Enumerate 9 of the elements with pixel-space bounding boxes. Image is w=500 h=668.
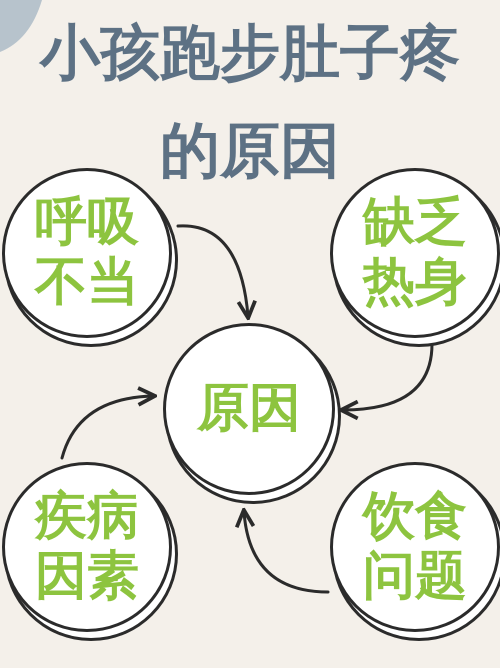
title: 小孩跑步肚子疼的原因 <box>38 17 461 188</box>
circle-label: 饮食问题 <box>363 487 467 607</box>
circle-label: 疾病因素 <box>35 487 139 607</box>
curved-arrow <box>60 386 157 460</box>
circle-label: 缺乏热身 <box>363 193 467 313</box>
circle-label: 原因 <box>197 379 301 439</box>
curved-arrow <box>235 508 330 594</box>
circle-label: 呼吸不当 <box>35 193 139 313</box>
curved-arrow <box>176 224 257 320</box>
